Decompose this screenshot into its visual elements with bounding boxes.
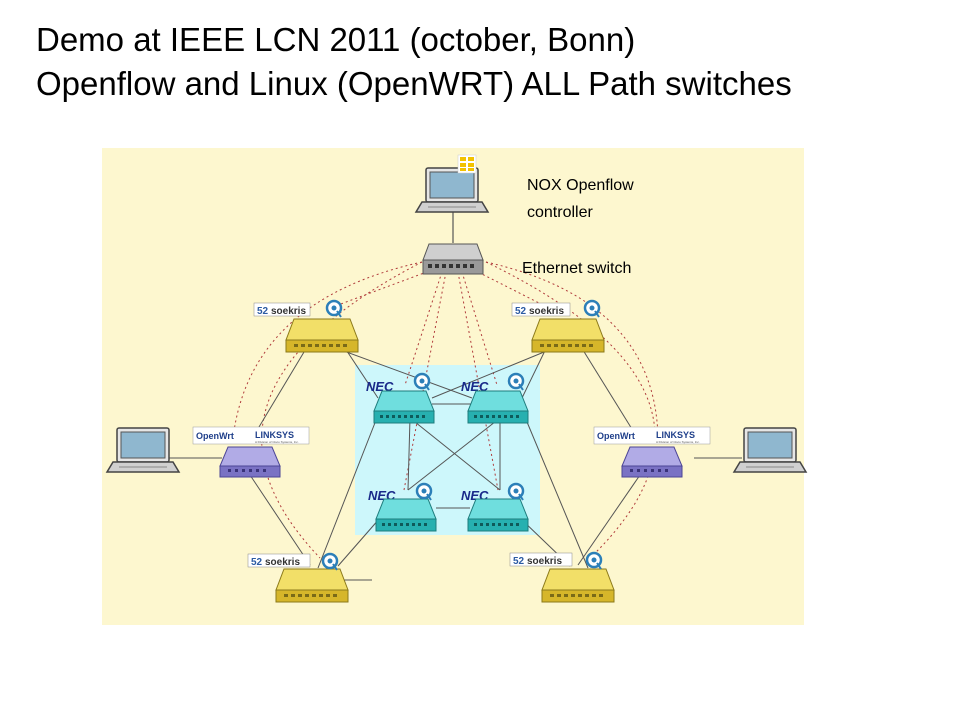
control-link-soekris-tr [473, 269, 546, 307]
link-nec-tl-soekris-bl [317, 409, 381, 569]
controller-label-line-2: controller [527, 204, 593, 221]
soekris-brand: soekris [529, 306, 564, 317]
link-nec-tr-nec-bl [407, 417, 501, 491]
link-soekris-tr-linksys-right [577, 341, 641, 443]
soekris-brand: soekris [265, 557, 300, 568]
soekris-prefix: 52 [257, 306, 269, 317]
control-link-soekris-tl [329, 269, 433, 309]
openflow-badge-icon [415, 482, 433, 502]
linksys-subtitle: A Division of Cisco Systems, Inc. [656, 440, 700, 444]
soekris-brand: soekris [271, 306, 306, 317]
link-nec-tl-nec-bl [407, 417, 411, 491]
openflow-badge-icon [585, 551, 603, 571]
openflow-badge-icon [413, 372, 431, 392]
soekris-brand: soekris [527, 556, 562, 567]
link-linksys-right-soekris-br [577, 474, 641, 566]
openflow-badge-icon [325, 299, 343, 319]
controller-laptop [415, 167, 489, 213]
link-nec-bl-soekris-bl [337, 517, 381, 567]
openwrt-brand: OpenWrt [597, 431, 635, 441]
openflow-badge-icon [321, 552, 339, 572]
ethernet-switch-label: Ethernet switch [522, 260, 631, 277]
linksys-subtitle: A Division of Cisco Systems, Inc. [255, 440, 299, 444]
host-laptop-left [106, 427, 180, 473]
link-linksys-left-soekris-bl [249, 474, 311, 566]
link-nec-tl-nec-br [409, 417, 501, 491]
control-link-soekris-br [485, 261, 656, 559]
controller-label-line-1: NOX Openflow [527, 177, 634, 194]
nox-logo-icon [457, 154, 477, 174]
openwrt-brand: OpenWrt [196, 431, 234, 441]
soekris-prefix: 52 [513, 556, 525, 567]
nec-brand: NEC [461, 379, 489, 394]
soekris-switch-top-left: 52 soekris [253, 299, 359, 353]
host-laptop-right [733, 427, 807, 473]
openflow-badge-icon [507, 372, 525, 392]
nec-switch-bottom-left: NEC [368, 482, 437, 532]
openflow-badge-icon [583, 299, 601, 319]
nec-switch-top-right: NEC [461, 372, 529, 424]
ethernet-switch [422, 243, 484, 275]
link-soekris-tl-linksys-left [249, 341, 311, 443]
slide-title: Demo at IEEE LCN 2011 (october, Bonn) Op… [36, 18, 792, 106]
linksys-brand: LINKSYS [656, 430, 695, 440]
title-line-2: Openflow and Linux (OpenWRT) ALL Path sw… [36, 65, 792, 102]
linksys-brand: LINKSYS [255, 430, 294, 440]
control-link-soekris-bl [261, 261, 423, 559]
soekris-switch-bottom-left: 52 soekris [247, 552, 349, 603]
linksys-router-right: OpenWrt LINKSYS A Division of Cisco Syst… [593, 426, 711, 478]
nec-switch-bottom-right: NEC [461, 482, 529, 532]
nec-brand: NEC [366, 379, 394, 394]
control-link-nec-br [457, 271, 499, 491]
openflow-badge-icon [507, 482, 525, 502]
linksys-router-left: OpenWrt LINKSYS A Division of Cisco Syst… [192, 426, 310, 478]
soekris-switch-top-right: 52 soekris [511, 299, 605, 353]
soekris-prefix: 52 [515, 306, 527, 317]
soekris-prefix: 52 [251, 557, 263, 568]
nec-switch-top-left: NEC [366, 372, 435, 424]
soekris-switch-bottom-right: 52 soekris [509, 551, 615, 603]
link-nec-tr-soekris-br [521, 409, 589, 569]
title-line-1: Demo at IEEE LCN 2011 (october, Bonn) [36, 21, 636, 58]
